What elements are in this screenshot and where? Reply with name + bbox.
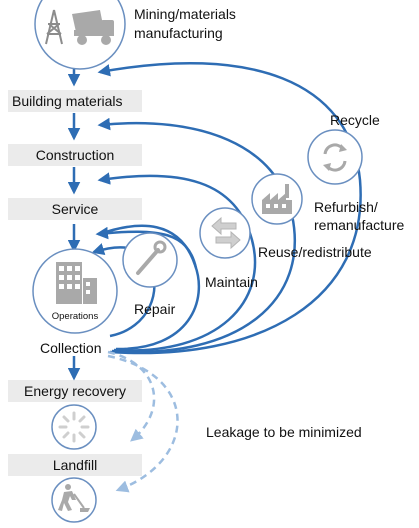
band-service (8, 198, 142, 220)
collection-label: Collection (40, 340, 101, 356)
building-materials-label: Building materials (12, 93, 123, 109)
reuse-circle (251, 173, 303, 225)
recycle-circle (307, 129, 363, 185)
swap-arrows-icon (211, 216, 241, 250)
worker-shovel-icon (58, 484, 90, 512)
recycle-label: Recycle (330, 112, 380, 128)
sun-burst-icon (58, 411, 90, 443)
dump-truck-icon (72, 10, 114, 45)
maintain-label: Maintain (205, 274, 258, 290)
mining-circle (34, 0, 126, 70)
band-building-materials (8, 90, 142, 112)
power-tower-icon (45, 9, 63, 45)
reuse-arc (97, 172, 257, 352)
mining-label-line2: manufacturing (134, 25, 223, 41)
maintain-arc-head (95, 226, 198, 269)
reuse-label: Reuse/redistribute (258, 244, 372, 260)
repair-circle (122, 232, 178, 288)
mining-label-line1: Mining/materials (134, 6, 236, 22)
operations-label: Operations (52, 311, 99, 322)
landfill-circle (51, 477, 97, 523)
leakage-label: Leakage to be minimized (206, 424, 362, 440)
service-label: Service (52, 201, 99, 217)
maintain-circle (199, 207, 251, 259)
band-landfill (8, 454, 142, 476)
band-energy-recovery (8, 380, 142, 402)
refurbish-label-line1: Refurbish/ (314, 199, 378, 215)
landfill-label: Landfill (53, 457, 97, 473)
recycle-arc (97, 61, 362, 355)
band-construction (8, 144, 142, 166)
construction-label: Construction (36, 147, 115, 163)
leakage-arrows (107, 350, 179, 493)
operations-circle: Operations (32, 248, 118, 334)
energy-recovery-label: Energy recovery (24, 383, 126, 399)
wrench-icon (136, 240, 167, 275)
refurbish-label-line2: remanufacture (314, 217, 404, 233)
energy-recovery-circle (51, 404, 97, 450)
repair-label: Repair (134, 301, 176, 317)
